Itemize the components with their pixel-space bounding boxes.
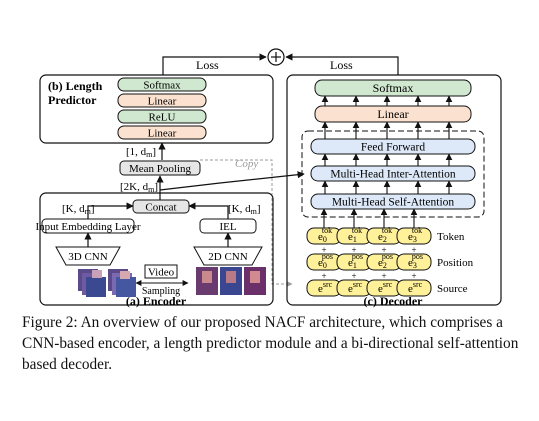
plus-signs-row1: + + + +	[321, 245, 416, 255]
video-label-box	[144, 264, 178, 279]
predictor-relu-block	[117, 109, 207, 124]
copy-label: Copy	[235, 158, 258, 170]
predictor-title-line2: Predictor	[48, 93, 97, 107]
self-attention-label: Multi-Head Self-Attention	[332, 197, 455, 209]
decoder-softmax-label: Softmax	[373, 81, 414, 95]
encoder-panel: (a) Encoder [2K, dm] Concat [K, dm] [K, …	[35, 171, 305, 308]
predictor-input-dim: [1, dm]	[126, 146, 156, 159]
encoder-to-decoder-arrow	[159, 171, 305, 191]
predictor-linear-top-label: Linear	[148, 96, 177, 108]
cnn2d-trapezoid	[193, 246, 263, 266]
svg-text:esrc: esrc	[348, 280, 363, 295]
decoder-stack-dashed-box	[301, 130, 485, 218]
position-row-label: Position	[437, 257, 474, 269]
svg-text:esrc: esrc	[378, 280, 393, 295]
decoder-linear-block	[314, 105, 472, 123]
svg-text:+: +	[351, 245, 356, 255]
cnn2d-label: 2D CNN	[208, 251, 247, 263]
encoder-output-dim: [2K, dm]	[120, 181, 158, 194]
video-clips-stack	[78, 269, 136, 297]
svg-text:e3tok: e3tok	[408, 226, 422, 244]
svg-text:e3pos: e3pos	[408, 252, 423, 270]
svg-text:+: +	[381, 245, 386, 255]
svg-text:e2pos: e2pos	[378, 252, 393, 270]
svg-text:+: +	[321, 271, 326, 281]
predictor-linear-bottom-block	[117, 125, 207, 140]
embedding-grid: e0tok e1tok e2tok e3tok Token + + + + e0pos…	[306, 226, 474, 297]
token-embedding-row: e0tok e1tok e2tok e3tok Token	[306, 226, 465, 245]
svg-text:e2tok: e2tok	[378, 226, 392, 244]
predictor-relu-label: ReLU	[149, 112, 176, 124]
svg-text:e0tok: e0tok	[318, 226, 332, 244]
length-predictor-panel: (b) Length Predictor Softmax Linear ReLU…	[39, 74, 293, 287]
svg-text:+: +	[351, 271, 356, 281]
svg-text:+: +	[411, 271, 416, 281]
svg-text:e1tok: e1tok	[348, 226, 362, 244]
decoder-panel: (c) Decoder Softmax Linear Feed Forward …	[286, 74, 502, 308]
plus-signs-row2: + + + +	[321, 271, 416, 281]
decoder-linear-label: Linear	[377, 107, 408, 121]
sampling-label: Sampling	[142, 286, 180, 297]
cnn3d-trapezoid	[55, 246, 121, 266]
svg-text:+: +	[411, 245, 416, 255]
svg-text:esrc: esrc	[318, 280, 333, 295]
feed-forward-label: Feed Forward	[361, 142, 425, 154]
self-attention-block	[310, 193, 476, 210]
predictor-linear-top-block	[117, 93, 207, 108]
token-row-label: Token	[437, 231, 465, 243]
svg-text:e0pos: e0pos	[318, 252, 333, 270]
decoder-arrows	[320, 95, 453, 228]
cnn3d-label: 3D CNN	[68, 251, 107, 263]
predictor-title-line1: (b) Length	[48, 79, 103, 93]
loss-right-label: Loss	[330, 58, 353, 72]
predictor-softmax-label: Softmax	[143, 80, 181, 92]
decoder-softmax-block	[314, 79, 472, 97]
source-embedding-row: esrc esrc esrc esrc Source	[306, 279, 468, 297]
copy-arrow	[200, 159, 293, 287]
svg-text:esrc: esrc	[408, 280, 423, 295]
inter-attention-label: Multi-Head Inter-Attention	[330, 169, 456, 181]
loss-left-label: Loss	[196, 58, 219, 72]
source-embedding-3	[396, 279, 432, 297]
svg-text:e1pos: e1pos	[348, 252, 363, 270]
architecture-diagram: Loss Loss (b) Length Predictor Softmax L…	[35, 48, 502, 308]
position-embedding-row: e0pos e1pos e2pos e3pos Position	[306, 252, 474, 271]
encoder-right-dim: [K, dm]	[228, 203, 261, 216]
loss-connections: Loss Loss	[162, 48, 399, 75]
decoder-title: (c) Decoder	[364, 294, 424, 308]
feed-forward-block	[310, 138, 476, 155]
input-embedding-label: Input Embedding Layer	[35, 221, 140, 233]
encoder-left-dim: [K, dm]	[62, 203, 95, 216]
mean-pooling-label: Mean Pooling	[129, 163, 192, 175]
inter-attention-block	[310, 165, 476, 182]
mean-pooling-block	[119, 160, 201, 176]
video-label: Video	[148, 267, 175, 279]
source-row-label: Source	[437, 283, 468, 295]
svg-text:+: +	[381, 271, 386, 281]
encoder-title: (a) Encoder	[126, 294, 187, 308]
token-embedding-3	[396, 227, 432, 245]
position-embedding-3	[396, 253, 432, 271]
predictor-linear-bottom-label: Linear	[148, 128, 177, 140]
concat-label: Concat	[145, 202, 176, 214]
predictor-softmax-block	[117, 77, 207, 92]
sampled-frames	[196, 267, 266, 295]
iel-label: IEL	[219, 221, 236, 233]
figure-caption: Figure 2: An overview of our proposed NA…	[22, 314, 519, 373]
svg-text:+: +	[321, 245, 326, 255]
